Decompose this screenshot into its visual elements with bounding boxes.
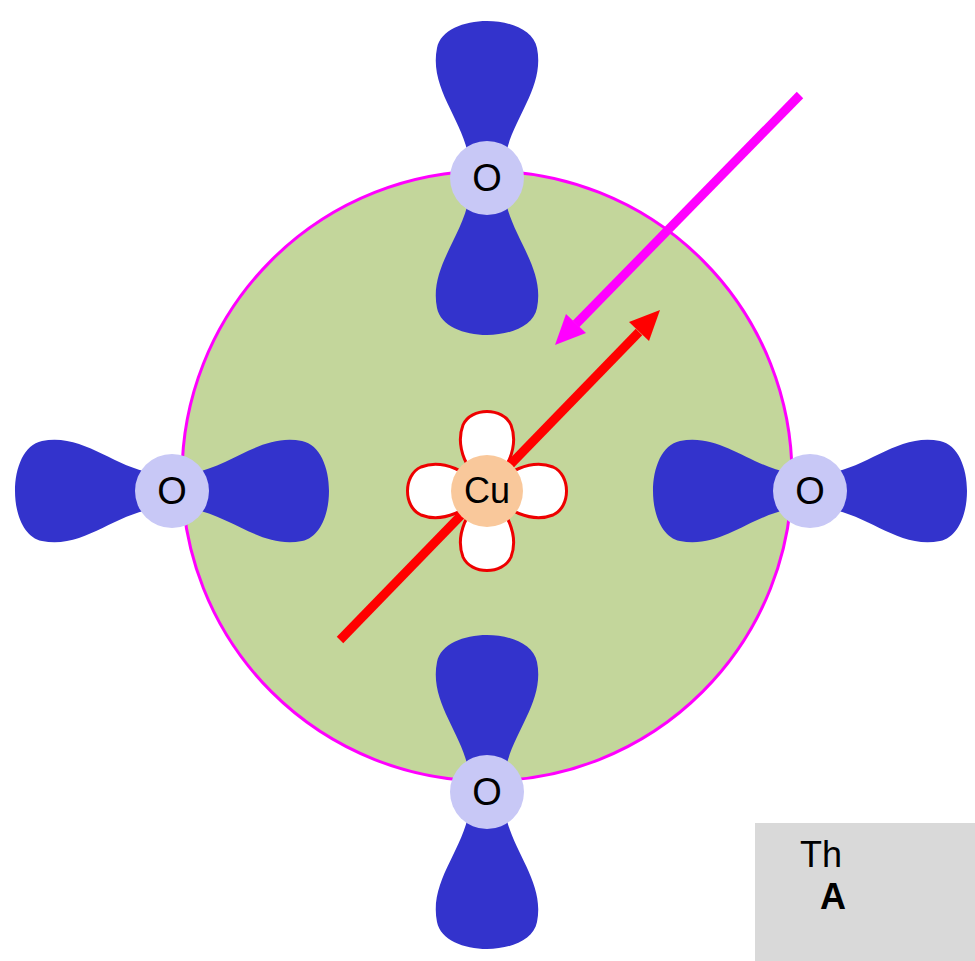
oxygen-p-orbitals: [15, 21, 967, 949]
atom-label: O: [472, 773, 502, 811]
copper-atom: Cu: [451, 455, 523, 527]
oxygen-atom: O: [773, 454, 847, 528]
atom-label: O: [157, 472, 187, 510]
oxygen-atom: O: [450, 141, 524, 215]
hole-spin-arrow: [555, 95, 800, 345]
atom-label: O: [795, 472, 825, 510]
oxygen-atom: O: [450, 755, 524, 829]
caption-line: Th: [800, 837, 842, 873]
caption-bold-line: A: [820, 879, 846, 915]
hole-cloud: [182, 171, 792, 781]
oxygen-atom: O: [135, 454, 209, 528]
copper-spin-arrow: [340, 310, 660, 640]
atom-label: Cu: [464, 473, 510, 509]
atom-label: O: [472, 159, 502, 197]
caption-box: ThA: [755, 823, 975, 961]
